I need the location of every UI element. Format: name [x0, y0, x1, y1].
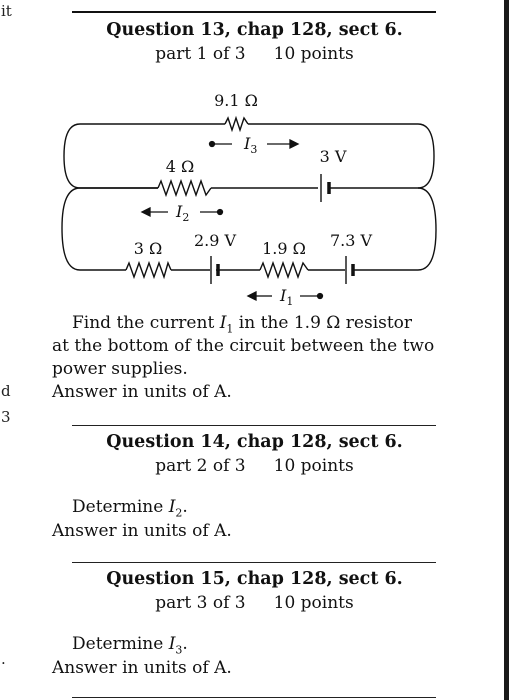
wire-bottom-right [353, 187, 437, 271]
question-15-subtitle: part 3 of 3 10 points [0, 593, 509, 613]
question-15-prompt: Determine I3. [72, 634, 188, 657]
question-14-prompt: Determine I2. [72, 497, 188, 520]
question-13-title: Question 13, chap 128, sect 6. [106, 20, 403, 40]
resistor-bottom-mid [259, 260, 309, 280]
current-top-arrowhead [289, 138, 300, 150]
question-14-points: 10 points [273, 456, 354, 476]
question-13-prompt-line-1: Find the current I1 in the 1.9 Ω resisto… [72, 313, 413, 336]
margin-fragment-d: d [1, 382, 11, 400]
question-14-answer-units: Answer in units of A. [52, 521, 232, 541]
question-13-points: 10 points [273, 44, 354, 64]
question-14-part: part 2 of 3 [155, 456, 246, 476]
current-bot-label: I1 [279, 286, 293, 308]
margin-fragment-dot: . [1, 650, 6, 668]
current-mid-tail-dot [216, 208, 224, 216]
question-13-answer-units: Answer in units of A. [52, 382, 232, 402]
current-bot-tail-dot [316, 292, 324, 300]
section-divider [72, 11, 436, 13]
question-13-prompt-line-2: at the bottom of the circuit between the… [52, 336, 435, 356]
wire-top-left [63, 123, 225, 189]
resistor-middle [157, 178, 212, 198]
question-15-part: part 3 of 3 [155, 593, 246, 613]
current-bot-arrowhead [246, 290, 257, 302]
emf-bottom-left-label: 2.9 V [194, 231, 237, 250]
question-15-title: Question 15, chap 128, sect 6. [106, 569, 403, 589]
section-divider [72, 562, 436, 563]
margin-fragment-it: it [1, 2, 12, 20]
emf-top-label: 3 V [320, 147, 347, 166]
resistor-top [224, 115, 249, 133]
question-14-subtitle: part 2 of 3 10 points [0, 456, 509, 476]
emf-bottom-right-label: 7.3 V [330, 231, 373, 250]
question-13-prompt-line-3: power supplies. [52, 359, 188, 379]
current-mid-arrowhead [140, 206, 151, 218]
resistor-bottom-mid-label: 1.9 Ω [262, 239, 306, 258]
page-right-border [504, 0, 509, 700]
current-mid-label: I2 [175, 202, 189, 224]
question-15-answer-units: Answer in units of A. [52, 658, 232, 678]
question-14-title: Question 14, chap 128, sect 6. [106, 432, 403, 452]
question-15-points: 10 points [273, 593, 354, 613]
question-13-part: part 1 of 3 [155, 44, 246, 64]
resistor-bottom-left-label: 3 Ω [134, 239, 163, 258]
margin-fragment-3: 3 [1, 408, 11, 426]
resistor-top-label: 9.1 Ω [214, 91, 258, 110]
resistor-middle-label: 4 Ω [166, 157, 195, 176]
section-divider [72, 425, 436, 426]
wire-top-right [248, 123, 435, 189]
section-divider [72, 697, 436, 698]
current-top-label: I3 [243, 134, 257, 156]
circuit-diagram: 9.1 Ω 4 Ω 3 Ω 1.9 Ω 3 V 2.9 V 7.3 V I3 I… [61, 91, 437, 308]
wire-bottom-left [61, 187, 158, 271]
resistor-bottom-left [125, 260, 172, 280]
question-13-subtitle: part 1 of 3 10 points [0, 44, 509, 64]
